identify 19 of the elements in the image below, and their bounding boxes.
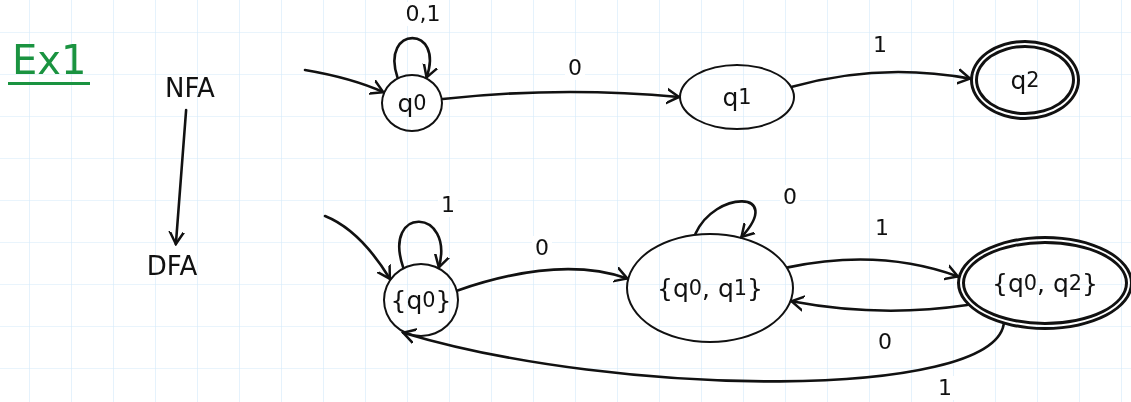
arrow bbox=[398, 220, 449, 269]
edge-label: 1 bbox=[438, 193, 458, 217]
edge-label: 0 bbox=[565, 56, 585, 80]
arrow bbox=[786, 258, 960, 281]
arrow bbox=[790, 295, 969, 312]
arrow bbox=[393, 36, 438, 79]
arrow bbox=[456, 267, 629, 292]
arrow bbox=[303, 68, 385, 95]
edge-label: 0 bbox=[780, 185, 800, 209]
arrow bbox=[790, 68, 972, 89]
arrow bbox=[441, 87, 681, 105]
arrow bbox=[694, 200, 757, 239]
edge-label: 0 bbox=[532, 236, 552, 260]
text-label: DFA bbox=[122, 244, 222, 288]
text-label: NFA bbox=[140, 66, 240, 110]
arrow bbox=[168, 108, 188, 246]
heading-label: Ex1 bbox=[8, 38, 91, 85]
arrow bbox=[401, 323, 1005, 383]
arrow bbox=[323, 214, 392, 281]
